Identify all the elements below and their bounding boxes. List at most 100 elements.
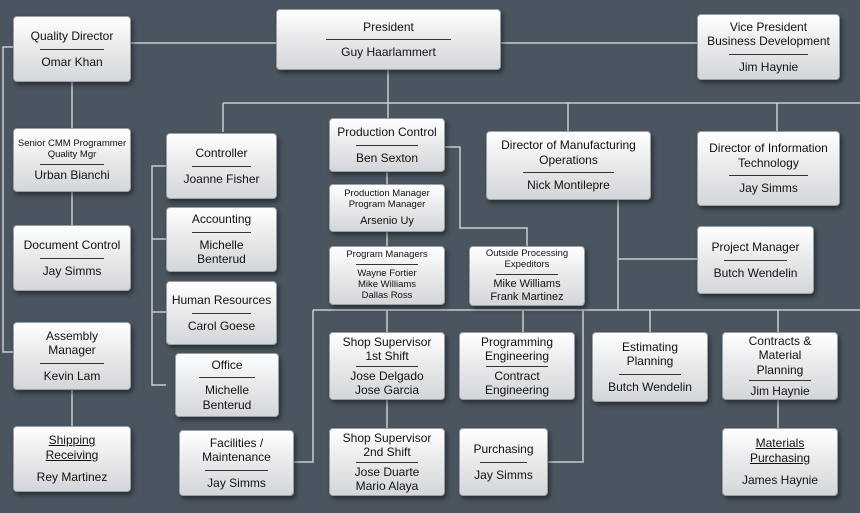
divider — [355, 461, 419, 463]
divider — [40, 163, 104, 165]
node-programming-engineering: Programming Engineering Contract Enginee… — [459, 332, 575, 400]
node-title: Accounting — [191, 212, 252, 227]
node-facilities-maintenance: Facilities / Maintenance Jay Simms — [179, 430, 294, 496]
node-senior-cmm-programmer: Senior CMM Programmer Quality Mgr Urban … — [13, 128, 131, 192]
node-production-control: Production Control Ben Sexton — [329, 118, 445, 172]
divider — [355, 365, 419, 367]
node-program-managers: Program Managers Wayne Fortier Mike Will… — [329, 246, 445, 305]
node-name: Kevin Lam — [43, 368, 101, 383]
node-name: James Haynie — [741, 473, 819, 488]
node-name: Ben Sexton — [355, 150, 419, 165]
node-name: Joanne Fisher — [183, 171, 260, 186]
node-title: Quality Director — [30, 29, 114, 44]
node-title: Shop Supervisor 2nd Shift — [342, 430, 432, 460]
node-title: Production Control — [337, 125, 437, 140]
node-title: Program Managers — [346, 249, 428, 261]
divider — [40, 48, 104, 50]
node-project-manager: Project Manager Butch Wendelin — [697, 226, 814, 294]
node-name: Arsenio Uy — [360, 214, 414, 227]
node-name: Jay Simms — [42, 263, 102, 278]
divider — [40, 362, 104, 364]
node-title: President — [363, 19, 414, 34]
node-name: Guy Haarlammert — [341, 45, 436, 59]
divider — [522, 172, 615, 174]
node-name: Urban Bianchi — [34, 167, 110, 182]
node-name: Jay Simms — [474, 467, 533, 482]
node-human-resources: Human Resources Carol Goese — [166, 281, 277, 345]
divider — [495, 273, 559, 275]
node-title: Human Resources — [171, 293, 272, 308]
divider — [191, 231, 252, 233]
node-title: Project Manager — [711, 240, 800, 255]
node-director-it: Director of Information Technology Jay S… — [697, 131, 840, 206]
node-title: Director of Manufacturing Operations — [501, 138, 636, 167]
divider — [199, 377, 255, 379]
node-name: Michelle Benterud — [202, 383, 252, 412]
node-purchasing: Purchasing Jay Simms — [459, 428, 548, 496]
node-title: Shop Supervisor 1st Shift — [342, 334, 432, 364]
node-shop-supervisor-2nd: Shop Supervisor 2nd Shift Jose Duarte Ma… — [329, 428, 445, 496]
node-title: Estimating Planning — [621, 339, 679, 369]
divider — [191, 312, 252, 314]
node-production-manager: Production Manager Program Manager Arsen… — [329, 184, 445, 232]
divider — [355, 263, 419, 265]
node-office: Office Michelle Benterud — [175, 353, 279, 417]
node-controller: Controller Joanne Fisher — [166, 133, 277, 199]
node-name: Rey Martinez — [36, 470, 108, 485]
node-name: Wayne Fortier Mike Williams Dallas Ross — [357, 267, 417, 302]
node-name: Jim Haynie — [738, 59, 799, 74]
divider — [729, 53, 808, 55]
node-name: Jay Simms — [739, 181, 798, 196]
node-name: Michelle Benterud — [197, 237, 246, 267]
node-title: Vice President Business Development — [707, 19, 830, 49]
node-name: Contract Engineering — [484, 368, 550, 397]
divider — [355, 144, 419, 146]
node-name: Jose Delgado Jose Garcia — [350, 368, 424, 397]
node-materials-purchasing: Materials Purchasing James Haynie — [722, 428, 838, 496]
node-name: Nick Montilepre — [527, 178, 610, 193]
node-quality-director: Quality Director Omar Khan — [13, 16, 131, 82]
divider — [205, 469, 268, 471]
divider — [748, 379, 812, 381]
node-outside-processing: Outside Processing Expeditors Mike Willi… — [469, 246, 585, 306]
node-estimating-planning: Estimating Planning Butch Wendelin — [592, 332, 708, 402]
node-document-control: Document Control Jay Simms — [13, 225, 131, 291]
node-name: Jay Simms — [207, 475, 266, 490]
node-title: Controller — [195, 146, 248, 161]
node-title: Contracts & Material Planning — [748, 333, 812, 377]
node-name: Jose Duarte Mario Alaya — [354, 464, 420, 493]
node-title: Director of Information Technology — [709, 141, 828, 170]
node-shop-supervisor-1st: Shop Supervisor 1st Shift Jose Delgado J… — [329, 332, 445, 400]
node-president: President Guy Haarlammert — [276, 9, 501, 70]
node-director-manufacturing: Director of Manufacturing Operations Nic… — [486, 131, 651, 200]
node-title: Shipping Receiving — [45, 433, 99, 462]
node-title: Outside Processing Expeditors — [485, 247, 569, 271]
node-contracts-material-planning: Contracts & Material Planning Jim Haynie — [722, 332, 838, 400]
node-title: Office — [211, 357, 243, 372]
divider — [325, 39, 452, 40]
divider — [723, 259, 788, 261]
node-name: Carol Goese — [187, 318, 256, 333]
node-title: Senior CMM Programmer Quality Mgr — [17, 137, 127, 161]
node-assembly-manager: Assembly Manager Kevin Lam — [13, 322, 131, 390]
node-title: Programming Engineering — [480, 334, 554, 364]
node-title: Production Manager Program Manager — [344, 188, 430, 211]
node-accounting: Accounting Michelle Benterud — [166, 207, 277, 272]
node-name: Butch Wendelin — [608, 379, 692, 394]
node-name: Jim Haynie — [750, 383, 810, 398]
node-title: Materials Purchasing — [749, 436, 811, 465]
node-title: Facilities / Maintenance — [202, 435, 271, 465]
node-vp-business-development: Vice President Business Development Jim … — [697, 14, 840, 80]
node-shipping-receiving: Shipping Receiving Rey Martinez — [13, 426, 131, 492]
divider — [40, 257, 104, 259]
divider — [480, 461, 527, 463]
divider — [191, 165, 252, 167]
divider — [729, 175, 808, 177]
node-title: Assembly Manager — [45, 328, 98, 358]
node-name: Butch Wendelin — [713, 265, 798, 280]
node-title: Purchasing — [473, 442, 534, 457]
node-name: Omar Khan — [41, 54, 103, 69]
divider — [485, 365, 549, 367]
divider — [618, 373, 682, 375]
